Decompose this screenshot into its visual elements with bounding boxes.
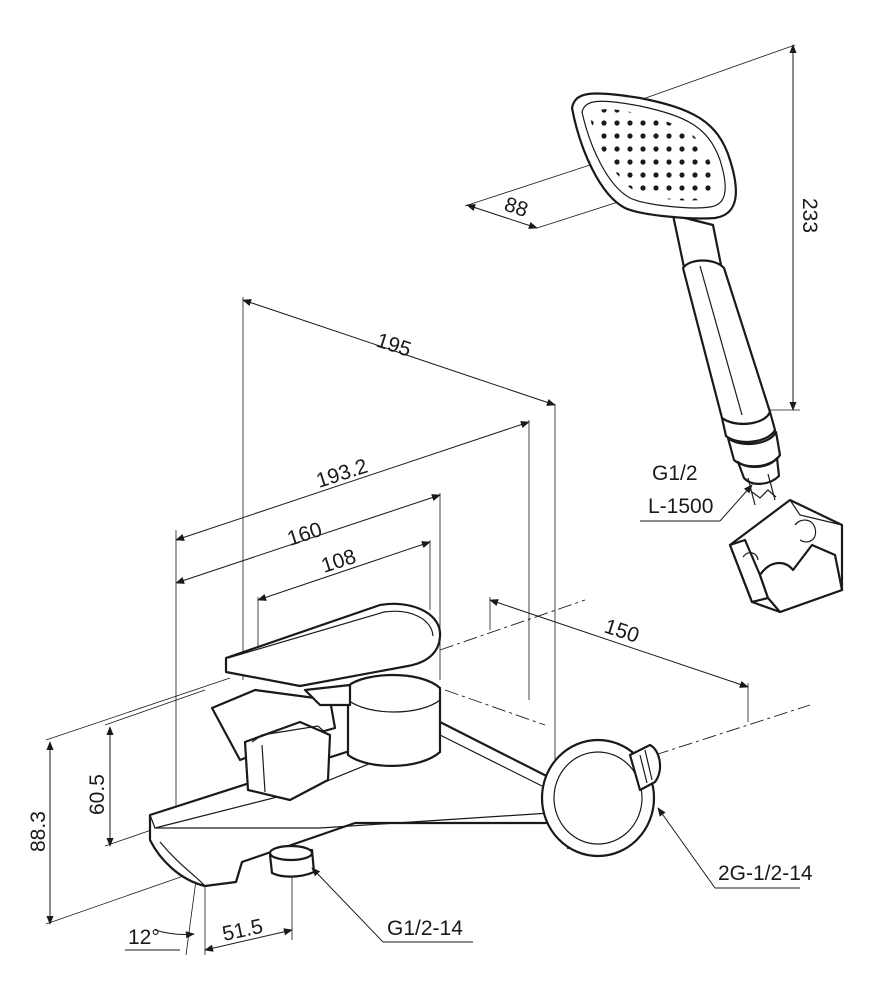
dim-160-label: 160	[284, 518, 324, 551]
dim-12-deg-label: 12°	[128, 926, 160, 949]
callout-outlet: G1/2-14	[311, 867, 473, 943]
centerlines	[439, 599, 811, 756]
callout-hose: G1/2 L-1500	[640, 462, 753, 522]
dimension-12-deg: 12°	[125, 879, 197, 956]
dim-150-label: 150	[601, 615, 641, 648]
dimension-233: 233	[639, 44, 821, 411]
mixer-body	[148, 602, 662, 888]
dim-60-5-label: 60.5	[86, 774, 109, 815]
dim-108-label: 108	[318, 545, 358, 578]
dim-51-5-label: 51.5	[220, 915, 265, 946]
dim-233-label: 233	[798, 198, 821, 233]
dim-88-3-label: 88.3	[27, 811, 50, 852]
dim-195-label: 195	[373, 329, 413, 362]
wall-holder	[728, 498, 844, 614]
hand-shower	[570, 92, 782, 485]
dimension-60-5: 60.5	[86, 689, 206, 847]
outlet-thread-label: G1/2-14	[387, 917, 463, 940]
callout-wall-connection: 2G-1/2-14	[657, 807, 813, 889]
dim-193-2-label: 193.2	[313, 455, 370, 493]
dimension-88-3: 88.3	[27, 677, 231, 925]
wall-connection-label: 2G-1/2-14	[718, 862, 813, 885]
hose-thread-label: G1/2	[652, 462, 698, 485]
hose-length-label: L-1500	[648, 495, 713, 518]
